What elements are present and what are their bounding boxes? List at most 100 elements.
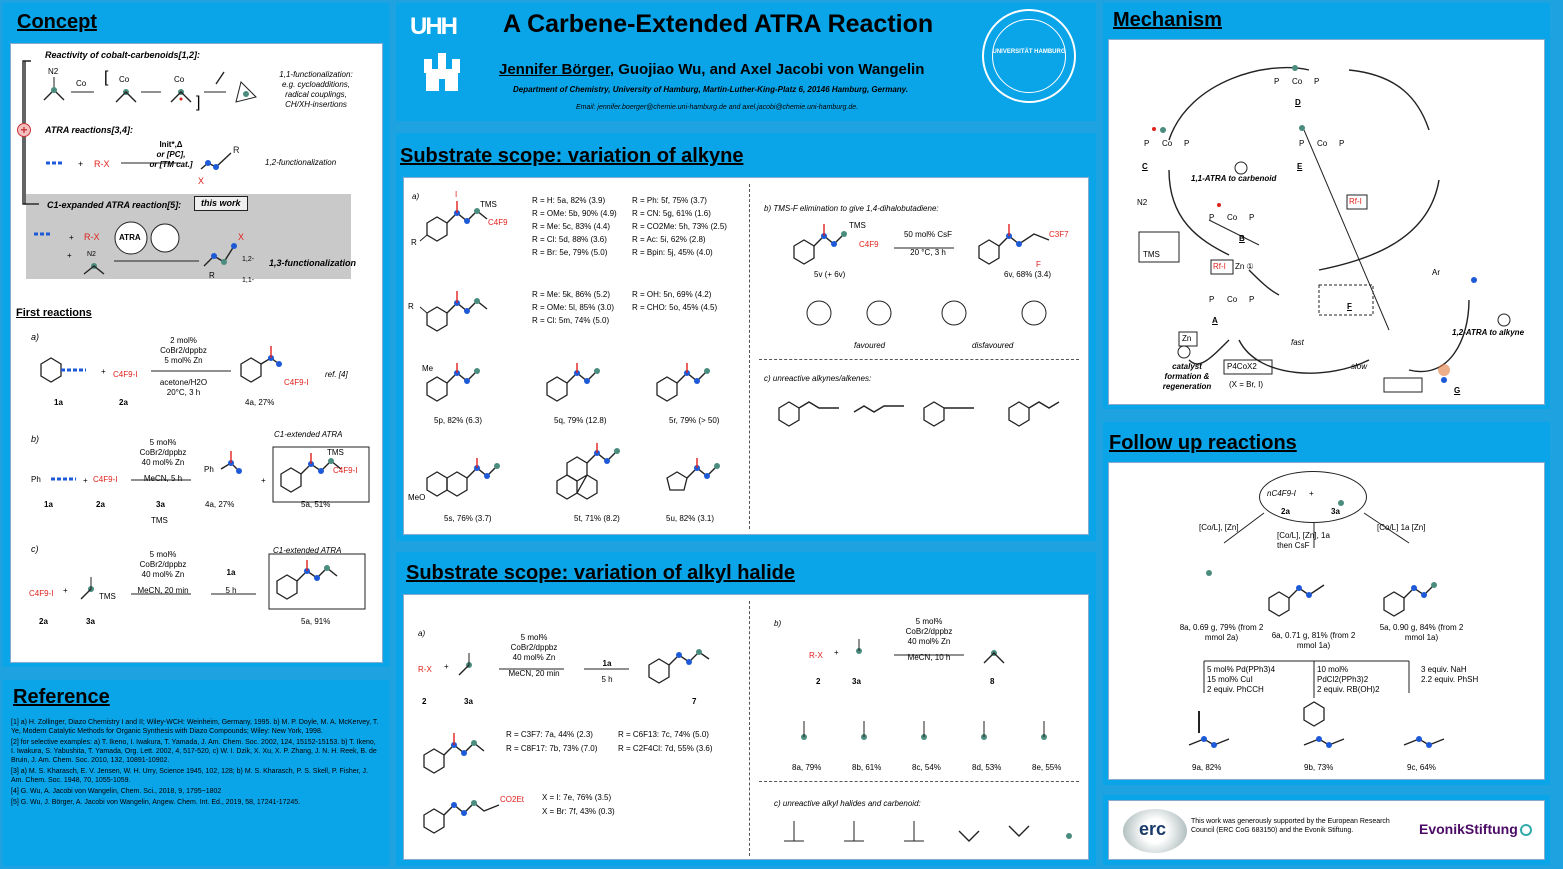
cmpd-2a-b: 2a [96, 500, 105, 509]
svg-text:+: + [261, 476, 266, 485]
step3-label: 1,2-ATRA to alkyne [1452, 328, 1525, 337]
rfi-label-2: Rf-I [1213, 262, 1226, 271]
svg-text:X: X [198, 176, 204, 186]
rxn-b-label: b) [31, 434, 40, 444]
cmpd-2-a: 2 [422, 697, 427, 706]
svg-text:+: + [78, 159, 83, 169]
halide-a-rx: R-X [418, 665, 432, 674]
cmpd-2a-a: 2a [119, 398, 128, 407]
alkyne-table-1: R = H: 5a, 82% (3.9)R = Ph: 5f, 75% (3.7… [532, 196, 727, 257]
halide-table-2: X = I: 7e, 76% (3.5) X = Br: 7f, 43% (0.… [542, 793, 615, 816]
concept-title: Concept [17, 11, 97, 33]
ar-label: Ar [1432, 268, 1440, 277]
mechanism-title: Mechanism [1113, 9, 1222, 31]
product-5s: 5s, 76% (3.7) [444, 514, 492, 523]
svg-text:+: + [67, 251, 72, 260]
alkyne-scope-panel: Substrate scope: variation of alkyne a) … [396, 133, 1096, 541]
product-5p: 5p, 82% (6.3) [434, 416, 483, 425]
rxn-c-scheme: + [63, 553, 366, 610]
svg-text:+: + [69, 233, 74, 242]
tms-label-mech: TMS [1143, 250, 1160, 259]
final-9b: 9b, 73% [1304, 763, 1334, 772]
svg-text:N2: N2 [48, 67, 59, 76]
complex-a: A [1212, 316, 1218, 325]
halide-product-sketch-2 [423, 800, 500, 834]
compound-6v: 6v, 68% (3.4) [1004, 270, 1051, 279]
product-8b: 8b, 61% [852, 763, 882, 772]
alkyne-r-label-1: R [411, 238, 417, 247]
uhh-logo-text: UHH [410, 13, 458, 40]
reference-item: [1] a) H. Zollinger, Diazo Chemistry I a… [11, 719, 379, 735]
funding-content: erc This work was generously supported b… [1108, 800, 1545, 860]
svg-text:1,1-: 1,1- [242, 277, 255, 284]
step2-label: 1,1-ATRA to carbenoid [1191, 174, 1277, 183]
svg-text:Co: Co [1227, 213, 1238, 222]
cmpd-8: 8 [990, 677, 995, 686]
evonik-logo: EvonikStiftung [1419, 821, 1532, 837]
svg-text:R: R [209, 271, 215, 280]
followup-start-ellipse [1259, 471, 1367, 523]
email: Email: jennifer.boerger@chemie.uni-hambu… [576, 104, 859, 111]
poster-title: A Carbene-Extended ATRA Reaction [503, 10, 934, 38]
svg-text:P: P [1249, 295, 1254, 304]
branch-left: [Co/L], [Zn] [1199, 523, 1239, 532]
concept-bracket [22, 60, 351, 279]
halide-scope-title: Substrate scope: variation of alkyl hali… [406, 562, 796, 584]
newman-projections [806, 300, 1047, 326]
branch-right: [Co/L] 1a [Zn] [1377, 523, 1426, 532]
reference-list: [1] a) H. Zollinger, Diazo Chemistry I a… [11, 718, 381, 809]
svg-text:P: P [1184, 139, 1189, 148]
alkyne-table-2: R = Me: 5k, 86% (5.2)R = OH: 5n, 69% (4.… [532, 290, 718, 325]
svg-text:R-X: R-X [94, 159, 110, 169]
atra-conditions: Init*,Δ or [PC], or [TM cat.] [149, 140, 193, 169]
reference-item: [5] G. Wu, J. Börger, A. Jacobi von Wang… [11, 799, 301, 806]
svg-text:P: P [1299, 139, 1304, 148]
complex-d: D [1295, 98, 1301, 107]
atra-result: 1,2-functionalization [265, 158, 337, 167]
rxn-c-label: c) [31, 544, 39, 554]
alkyne-b-label: b) TMS-F elimination to give 1,4-dihalob… [764, 204, 939, 213]
seal-text: UNIVERSITÄT HAMBURG [992, 49, 1066, 55]
halide-table-1: R = C3F7: 7a, 44% (2.3)R = C6F13: 7c, 74… [506, 730, 713, 753]
plus-circle: + [17, 123, 31, 137]
cmpd-3a-ha: 3a [464, 697, 473, 706]
concept-content: Reactivity of cobalt-carbenoids[1,2]: N2… [10, 43, 383, 663]
alkyne-product-sketch-1 [419, 201, 488, 242]
product-5q: 5q, 79% (12.8) [554, 416, 607, 425]
cmpd-3a-tms: TMS [151, 516, 168, 525]
svg-text:R-X: R-X [84, 232, 100, 242]
c1-scheme: + R-X + N2 X R 1,2- 1,1- [34, 221, 255, 284]
x-eq-label: (X = Br, I) [1229, 380, 1264, 389]
cmpd-5a-b: 5a, 51% [301, 500, 331, 509]
rxn-c-box-title: C1-extended ATRA [273, 546, 342, 555]
product-5u: 5u, 82% (3.1) [666, 514, 715, 523]
alkyne-products-grid [426, 363, 720, 500]
svg-text:Co: Co [1162, 139, 1173, 148]
reference-item: [3] a) M. S. Kharasch, E. V. Jensen, W. … [11, 768, 368, 784]
reference-title: Reference [13, 686, 110, 708]
rxn-b-box-title: C1-extended ATRA [274, 430, 343, 439]
author-wu: Guojiao Wu [618, 61, 702, 78]
cmpd-7: 7 [692, 697, 697, 706]
followup-product-8a: 8a, 0.69 g, 79% (from 2 mmol 2a) [1179, 623, 1264, 642]
cmpd-1a-b: 1a [44, 500, 53, 509]
header-panel: UHH A Carbene-Extended ATRA Reaction Jen… [396, 3, 1096, 121]
svg-text:]: ] [196, 94, 200, 111]
halide-co2et: CO2Et [500, 795, 525, 804]
followup-content: nC4F9-I + 2a 3a [1108, 462, 1545, 780]
followup-arrows [1188, 500, 1445, 748]
svg-text:P: P [1144, 139, 1149, 148]
alkyne-b-c4f9: C4F9 [859, 240, 879, 249]
atra-label: ATRA reactions[3,4]: [45, 125, 134, 135]
unreactive-alkynes [778, 401, 1060, 427]
alkyne-b-tms: TMS [849, 221, 866, 230]
followup-title: Follow up reactions [1109, 432, 1297, 454]
product-8e: 8e, 55% [1032, 763, 1062, 772]
